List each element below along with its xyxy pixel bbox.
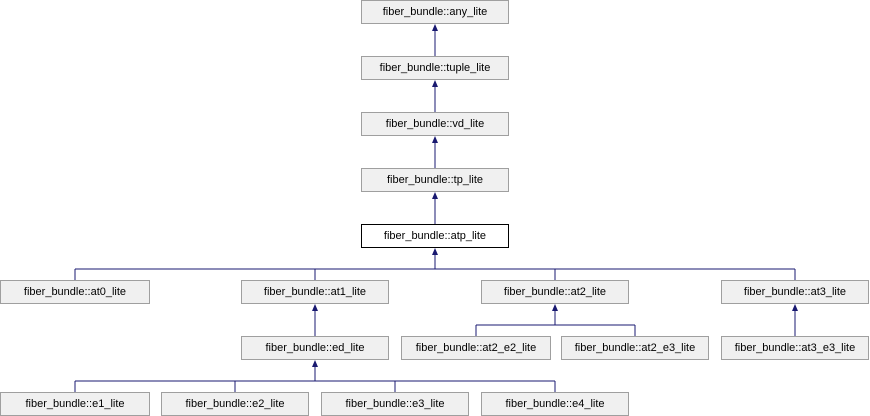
node-e2-lite[interactable]: fiber_bundle::e2_lite <box>161 392 309 416</box>
node-vd-lite[interactable]: fiber_bundle::vd_lite <box>361 112 509 136</box>
edge-arrowhead-at3-lite <box>792 304 798 311</box>
node-e4-lite[interactable]: fiber_bundle::e4_lite <box>481 392 629 416</box>
node-at2-e3-lite[interactable]: fiber_bundle::at2_e3_lite <box>561 336 709 360</box>
edge-arrowhead-at1-lite <box>312 304 318 311</box>
node-at3-e3-lite[interactable]: fiber_bundle::at3_e3_lite <box>721 336 869 360</box>
node-ed-lite[interactable]: fiber_bundle::ed_lite <box>241 336 389 360</box>
edge-arrowhead-any-lite <box>432 24 438 31</box>
node-any-lite[interactable]: fiber_bundle::any_lite <box>361 0 509 24</box>
node-at1-lite[interactable]: fiber_bundle::at1_lite <box>241 280 389 304</box>
node-tp-lite[interactable]: fiber_bundle::tp_lite <box>361 168 509 192</box>
node-tuple-lite[interactable]: fiber_bundle::tuple_lite <box>361 56 509 80</box>
edge-arrowhead-tuple-lite <box>432 80 438 87</box>
node-at3-lite[interactable]: fiber_bundle::at3_lite <box>721 280 869 304</box>
edge-arrowhead-ed-lite <box>312 360 318 367</box>
edge-arrowhead-tp-lite <box>432 192 438 199</box>
node-atp-lite-current: fiber_bundle::atp_lite <box>361 224 509 248</box>
node-e3-lite[interactable]: fiber_bundle::e3_lite <box>321 392 469 416</box>
edge-arrowhead-at2-lite <box>552 304 558 311</box>
edge-arrowhead-vd-lite <box>432 136 438 143</box>
node-at2-lite[interactable]: fiber_bundle::at2_lite <box>481 280 629 304</box>
node-e1-lite[interactable]: fiber_bundle::e1_lite <box>0 392 150 416</box>
node-at0-lite[interactable]: fiber_bundle::at0_lite <box>0 280 150 304</box>
node-at2-e2-lite[interactable]: fiber_bundle::at2_e2_lite <box>401 336 551 360</box>
edge-arrowhead-atp-lite <box>432 248 438 255</box>
